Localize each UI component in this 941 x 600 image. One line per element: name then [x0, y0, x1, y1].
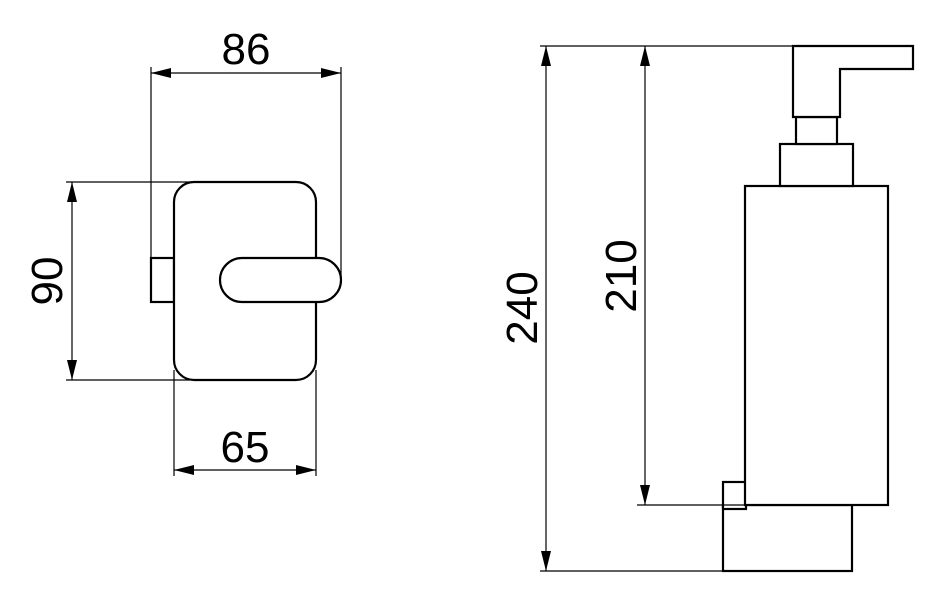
side-view-pump-head	[791, 44, 915, 119]
dimension-90: 90	[23, 181, 190, 381]
top-view-lever	[218, 256, 343, 304]
top-view	[149, 180, 343, 382]
dimension-210: 210	[597, 46, 745, 506]
dimension-90-label: 90	[23, 257, 72, 306]
dimension-65-label: 65	[221, 423, 270, 472]
side-view-pump-stem	[794, 115, 839, 146]
side-view-collar	[778, 142, 855, 188]
dimension-65: 65	[173, 370, 317, 476]
side-view	[721, 44, 915, 573]
dimension-240-label: 240	[498, 271, 547, 344]
side-view-bracket	[721, 503, 854, 573]
top-view-wall-plate	[149, 256, 176, 304]
dimension-240: 240	[498, 45, 793, 572]
dimension-86-label: 86	[222, 25, 271, 74]
dimension-210-label: 210	[597, 239, 646, 312]
dimension-86: 86	[150, 25, 342, 280]
side-view-bottle	[743, 184, 890, 507]
